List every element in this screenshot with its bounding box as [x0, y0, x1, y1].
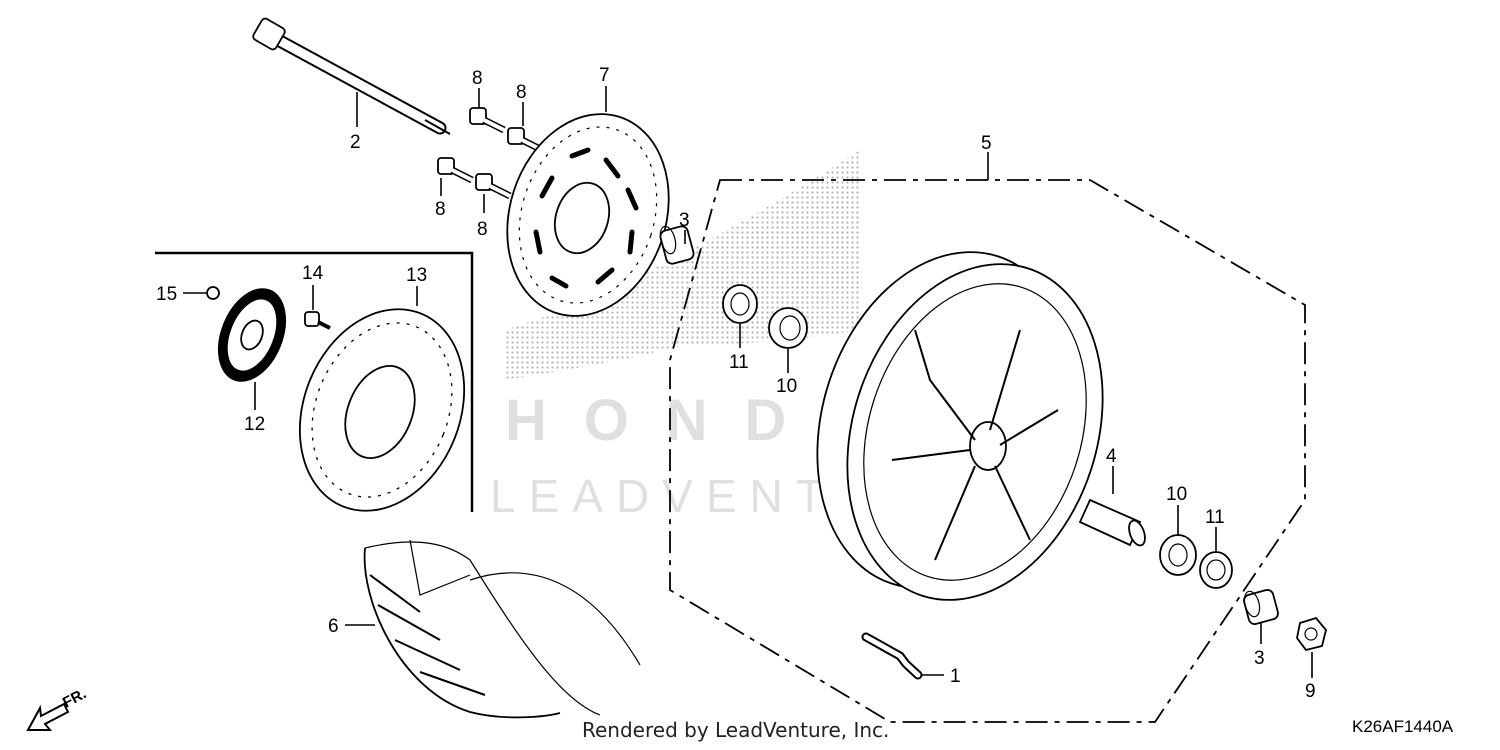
bearing-part-10-right [1159, 534, 1197, 576]
collar-part-3-right [1243, 589, 1279, 625]
callout-8-d: 8 [477, 219, 488, 240]
wheel-part-5 [816, 251, 1104, 601]
tire-part-6 [363, 539, 641, 719]
brake-disc-part-7 [506, 113, 670, 317]
disc-cover-part-12 [217, 288, 287, 382]
callout-11-right: 11 [1205, 507, 1225, 528]
callout-11-left: 11 [729, 352, 749, 373]
bearing-part-10-left [768, 307, 808, 349]
leader-lines [183, 86, 1313, 678]
callout-13: 13 [406, 265, 427, 286]
brake-disc-part-13 [298, 308, 466, 512]
callout-5: 5 [981, 133, 992, 154]
callout-14: 14 [302, 263, 324, 284]
callout-8-a: 8 [472, 68, 483, 89]
callout-labels: 2 8 8 8 8 7 3 11 10 5 4 10 11 3 9 1 6 12… [156, 65, 1316, 702]
callout-3-right: 3 [1254, 648, 1265, 669]
callout-10-right: 10 [1166, 484, 1187, 505]
front-direction-arrow: FR. [26, 685, 89, 731]
dust-seal-part-11-left [722, 284, 758, 324]
disc-bolts-part-8 [437, 107, 544, 200]
callout-2: 2 [350, 132, 361, 153]
callout-9: 9 [1305, 681, 1316, 702]
axle-part-2 [252, 17, 451, 135]
render-credit: Rendered by LeadVenture, Inc. [582, 718, 890, 742]
dust-seal-part-11-right [1199, 551, 1233, 589]
callout-8-c: 8 [435, 199, 446, 220]
callout-1: 1 [950, 666, 961, 687]
callout-12: 12 [244, 414, 265, 435]
screw-part-15 [206, 286, 220, 300]
callout-6: 6 [328, 616, 339, 637]
distance-collar-part-4 [1078, 498, 1146, 547]
diagram-code: K26AF1440A [1352, 717, 1454, 736]
honda-watermark-text: HONDA [505, 388, 865, 453]
alternate-disc-frame [155, 251, 474, 512]
callout-15: 15 [156, 284, 177, 305]
callout-4: 4 [1106, 446, 1117, 467]
axle-nut-part-9 [1296, 616, 1327, 652]
callout-3-left: 3 [679, 210, 690, 231]
bolt-part-14 [304, 311, 331, 330]
callout-7: 7 [599, 65, 610, 86]
tire-valve-part-1 [861, 632, 923, 680]
wheel-assembly-outline [669, 179, 1306, 723]
callout-8-b: 8 [516, 82, 527, 103]
callout-10-left: 10 [776, 376, 797, 397]
